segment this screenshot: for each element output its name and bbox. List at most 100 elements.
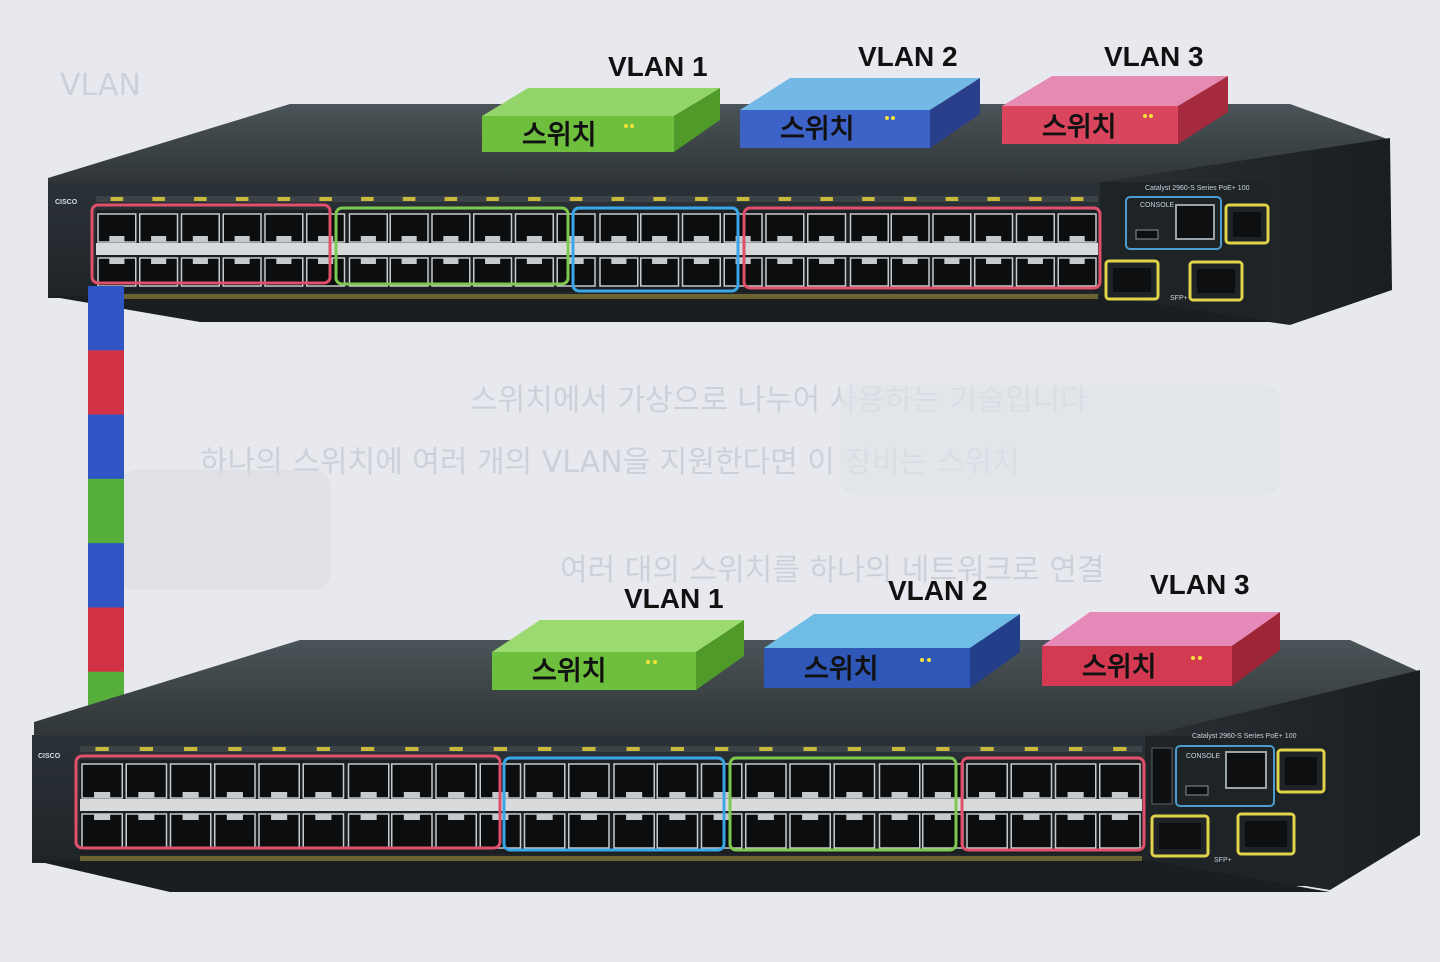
virtual-switch-side-face — [1178, 76, 1228, 144]
trunk-segment-blue — [88, 543, 124, 609]
switch-model-label: Catalyst 2960-S Series PoE+ 100 — [1145, 185, 1250, 192]
port-led — [862, 197, 875, 201]
port-latch — [580, 814, 597, 820]
port-latch — [182, 792, 199, 798]
vlan-label: VLAN 2 — [888, 575, 988, 606]
virtual-switch-label: 스위치 — [522, 120, 597, 151]
port-latch — [819, 236, 835, 242]
sfp-port-2-socket — [1245, 821, 1287, 847]
vlan-label: VLAN 3 — [1150, 569, 1250, 600]
status-led — [1143, 114, 1147, 118]
port-led — [1024, 747, 1039, 751]
port-led — [272, 747, 286, 751]
virtual-switch-vlan2: VLAN 2 스위치 — [764, 575, 1020, 688]
bottom-virtual-switches: VLAN 1 스위치 VLAN 2 스위치 VLAN 3 스위치 — [492, 569, 1280, 690]
port-led — [152, 197, 165, 201]
virtual-switch-front-face — [482, 116, 674, 152]
port-led — [582, 747, 596, 751]
port-led — [1070, 197, 1084, 201]
virtual-switch-label: 스위치 — [532, 656, 607, 687]
sfp-port-1 — [1104, 259, 1160, 301]
status-led — [653, 660, 657, 664]
port-latch — [891, 792, 908, 798]
port-led — [987, 197, 1000, 201]
bottom-uplinks: CONSOLE SFP+ — [1150, 745, 1326, 864]
virtual-switch-vlan3: VLAN 3 스위치 — [1002, 41, 1228, 144]
port-latch — [777, 236, 793, 242]
port-latch — [536, 814, 553, 820]
port-latch — [403, 814, 420, 820]
ethernet-port — [264, 257, 304, 287]
port-led — [653, 197, 666, 201]
vlan-label: VLAN 1 — [624, 583, 724, 614]
port-latch — [902, 236, 918, 242]
port-divider — [80, 799, 1142, 811]
port-latch — [318, 236, 334, 242]
virtual-switch-front-face — [740, 110, 930, 148]
status-led — [630, 124, 634, 128]
bottom-switch: CISCO Catalyst 2960-S Series PoE+ 100 CO… — [32, 640, 1420, 892]
status-led — [885, 116, 889, 120]
ethernet-port — [807, 257, 847, 287]
port-latch — [271, 792, 288, 798]
port-latch — [271, 814, 288, 820]
port-led — [319, 197, 332, 201]
status-led — [891, 116, 895, 120]
port-led — [228, 747, 242, 751]
port-latch — [1067, 814, 1084, 820]
port-led — [626, 747, 640, 751]
port-latch — [1067, 792, 1084, 798]
port-latch — [1027, 236, 1043, 242]
port-group-vlan2 — [571, 206, 740, 293]
port-latch — [94, 814, 111, 820]
port-led — [537, 747, 552, 751]
port-led — [1029, 197, 1042, 201]
mini-usb-port — [1135, 229, 1159, 240]
port-latch — [526, 236, 542, 242]
ethernet-port — [125, 813, 168, 849]
trunk-cable — [88, 286, 124, 737]
virtual-switch-vlan2: VLAN 2 스위치 — [740, 41, 980, 148]
trunk-segment-green — [88, 478, 124, 545]
console-port-frame — [1125, 196, 1222, 250]
status-led — [927, 658, 931, 662]
svg-text:CISCO: CISCO — [38, 753, 61, 760]
port-latch — [403, 792, 420, 798]
virtual-switch-front-face — [1042, 646, 1232, 686]
port-latch — [611, 258, 627, 264]
port-led — [736, 197, 750, 201]
management-port — [1276, 748, 1326, 794]
port-led — [486, 197, 499, 201]
vent-strip — [80, 856, 1142, 861]
port-latch — [819, 258, 835, 264]
virtual-switch-front-face — [1002, 106, 1178, 144]
port-latch — [757, 814, 774, 820]
svg-text:SFP+: SFP+ — [1170, 295, 1188, 302]
vlan-label: VLAN 1 — [608, 51, 708, 82]
virtual-switch-side-face — [930, 78, 980, 148]
port-latch — [234, 258, 250, 264]
port-latch — [626, 792, 643, 798]
bottom-switch-base — [32, 860, 1330, 892]
port-led — [670, 747, 685, 751]
port-led — [402, 197, 416, 201]
port-latch — [276, 258, 292, 264]
svg-text:VLAN: VLAN — [60, 68, 141, 103]
port-latch — [360, 236, 376, 242]
svg-text:SFP+: SFP+ — [1214, 857, 1232, 864]
port-latch — [1111, 792, 1128, 798]
port-latch — [151, 236, 167, 242]
virtual-switch-top-face — [1042, 612, 1280, 646]
port-led — [444, 197, 458, 201]
trunk-segment-red — [88, 607, 124, 673]
port-latch — [802, 814, 819, 820]
port-latch — [192, 258, 208, 264]
port-led — [903, 197, 917, 201]
port-latch — [802, 792, 819, 798]
bottom-port-area — [80, 746, 1142, 861]
top-uplinks: CONSOLE SFP+ — [1104, 196, 1270, 302]
virtual-switch-side-face — [1232, 612, 1280, 686]
port-latch — [192, 236, 208, 242]
background-card — [840, 385, 1280, 495]
stack-module — [1151, 747, 1173, 805]
